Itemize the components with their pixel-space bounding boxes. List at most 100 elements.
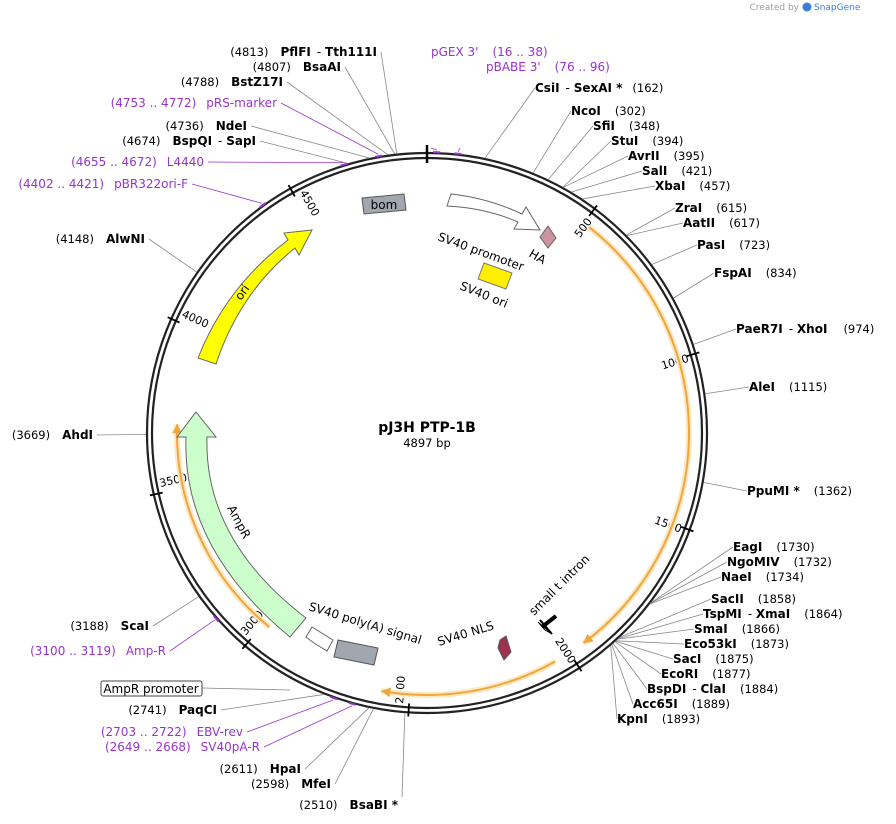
tick-label: 2500 xyxy=(393,675,408,704)
enzyme-label[interactable]: AleI(1115) xyxy=(749,380,827,394)
primer-leader xyxy=(169,619,215,652)
enzyme-leader xyxy=(626,207,676,236)
enzyme-label[interactable]: PpuMI *(1362) xyxy=(747,484,852,498)
enzyme-leader xyxy=(612,643,648,690)
enzyme-label[interactable]: EagI(1730) xyxy=(733,540,815,554)
orf-arcs xyxy=(172,224,692,698)
enzyme-leader xyxy=(548,125,594,180)
enzyme-label[interactable]: NcoI(302) xyxy=(571,104,646,118)
feature-bom[interactable]: bom xyxy=(361,193,407,215)
feature-ori[interactable]: ori xyxy=(197,229,313,365)
primer-site xyxy=(330,695,338,701)
enzyme-leader xyxy=(649,576,722,605)
primer-leader xyxy=(263,705,353,748)
feature-ha[interactable]: HA xyxy=(527,225,557,268)
enzyme-leader xyxy=(611,644,634,705)
enzyme-label[interactable]: SacII(1858) xyxy=(711,592,796,606)
enzyme-label[interactable]: (4813)PflFI- Tth111I xyxy=(230,45,377,59)
tick-label: 4500 xyxy=(297,188,322,219)
primer-label[interactable]: (2649 .. 2668)SV40pA-R xyxy=(105,740,260,754)
primer-labels: pGEX 3'(16 .. 38) pBABE 3'(76 .. 96) (47… xyxy=(18,45,609,754)
enzyme-label[interactable]: (3188)ScaI xyxy=(70,619,149,633)
enzyme-label[interactable]: SmaI(1866) xyxy=(694,622,780,636)
primer-label[interactable]: (3100 .. 3119)Amp-R xyxy=(30,644,166,658)
ampr-promoter-callout[interactable]: AmpR promoter xyxy=(100,680,203,697)
tick-label: 4000 xyxy=(180,308,211,331)
enzyme-label[interactable]: PasI(723) xyxy=(697,238,770,252)
primer-leader xyxy=(191,183,262,204)
enzyme-label[interactable]: AatII(617) xyxy=(683,216,760,230)
primer-leader xyxy=(246,699,334,733)
enzyme-label[interactable]: SfiI(348) xyxy=(593,119,660,133)
enzyme-leader xyxy=(259,140,348,164)
enzyme-label[interactable]: FspAI(834) xyxy=(714,266,797,280)
feature-small-t-intron-label: small t intron xyxy=(526,552,592,618)
primer-site xyxy=(348,701,357,706)
enzyme-label[interactable]: (4674)BspQI- SapI xyxy=(122,134,256,148)
enzyme-label[interactable]: (2741)PaqCI xyxy=(128,703,217,717)
enzyme-leader xyxy=(650,561,728,604)
enzyme-label[interactable]: (2611)HpaI xyxy=(220,762,301,776)
primer-label[interactable]: pGEX 3'(16 .. 38) xyxy=(431,45,548,59)
primer-label[interactable]: (4753 .. 4772)pRS-marker xyxy=(111,96,277,110)
enzyme-leader xyxy=(484,87,536,159)
primer-label[interactable]: (2703 .. 2722)EBV-rev xyxy=(101,725,243,739)
ampr-promoter-label: AmpR promoter xyxy=(103,682,198,696)
enzyme-label[interactable]: BspDI- ClaI(1884) xyxy=(647,682,778,696)
enzyme-label[interactable]: SacI(1875) xyxy=(673,652,754,666)
tick-mark xyxy=(149,491,163,497)
enzyme-leader xyxy=(610,645,618,720)
enzyme-label[interactable]: (2598)MfeI xyxy=(251,777,331,791)
enzyme-leader xyxy=(618,613,704,639)
feature-small-t-intron[interactable]: small t intron xyxy=(526,552,592,635)
enzyme-label[interactable]: (4788)BstZ17I xyxy=(181,75,283,89)
enzyme-label[interactable]: (2510)BsaBI * xyxy=(299,798,398,812)
enzyme-leader xyxy=(380,51,398,154)
primer-label[interactable]: (4655 .. 4672)L4440 xyxy=(71,155,204,169)
tick-mark xyxy=(407,703,411,717)
enzyme-label[interactable]: EcoRI(1877) xyxy=(661,667,751,681)
enzyme-label[interactable]: SalI(421) xyxy=(642,164,712,178)
feature-sv40-polya-signal[interactable]: SV40 poly(A) signal xyxy=(307,599,423,666)
orf-ampr[interactable] xyxy=(176,424,271,628)
enzyme-label[interactable]: NgoMIV(1732) xyxy=(727,555,832,569)
feature-sv40-promoter[interactable]: SV40 promoter xyxy=(436,193,541,274)
orf-ptp1b[interactable] xyxy=(582,226,690,645)
primer-leader xyxy=(430,147,437,151)
enzyme-leader xyxy=(220,694,325,711)
primer-label[interactable]: (4402 .. 4421)pBR322ori-F xyxy=(18,177,188,191)
enzyme-leader xyxy=(651,244,698,265)
enzyme-leader xyxy=(614,641,662,675)
enzyme-leader xyxy=(617,628,695,640)
enzyme-leader xyxy=(152,596,199,627)
enzyme-label[interactable]: PaeR7I- XhoI(974) xyxy=(736,322,874,336)
enzyme-label[interactable]: (4807)BsaAI xyxy=(253,60,341,74)
feature-sv40-ori[interactable]: SV40 ori xyxy=(458,262,513,311)
orf-small-t-arrowhead xyxy=(381,687,392,698)
feature-sv40-nls[interactable]: SV40 NLS xyxy=(436,618,512,661)
enzyme-label[interactable]: Eco53kI(1873) xyxy=(684,637,789,651)
enzyme-leader xyxy=(96,433,147,436)
primer-site xyxy=(454,152,462,156)
enzyme-label[interactable]: NaeI(1734) xyxy=(721,570,804,584)
enzyme-label[interactable]: AvrII(395) xyxy=(628,149,704,163)
enzyme-leader xyxy=(703,482,748,492)
feature-ampr-promoter[interactable] xyxy=(305,626,334,652)
tick-mark xyxy=(686,351,700,357)
enzyme-label[interactable]: XbaI(457) xyxy=(655,179,730,193)
enzyme-label[interactable]: (4736)NdeI xyxy=(166,119,248,133)
enzyme-label[interactable]: (3669)AhdI xyxy=(12,428,93,442)
enzyme-leader xyxy=(148,238,197,273)
primer-label[interactable]: pBABE 3'(76 .. 96) xyxy=(486,60,610,74)
enzyme-label[interactable]: KpnI(1893) xyxy=(617,712,700,726)
enzyme-label[interactable]: Acc65I(1889) xyxy=(633,697,730,711)
enzyme-leader xyxy=(304,707,370,770)
enzyme-label[interactable]: StuI(394) xyxy=(611,134,683,148)
enzyme-label[interactable]: TspMI- XmaI(1864) xyxy=(703,607,842,621)
enzyme-label[interactable]: ZraI(615) xyxy=(675,201,747,215)
enzyme-label[interactable]: (4148)AlwNI xyxy=(56,232,145,246)
primer-site xyxy=(259,201,267,208)
enzyme-label[interactable]: CsiI- SexAI *(162) xyxy=(535,81,663,95)
tick-mark xyxy=(573,659,583,672)
orf-small-t[interactable] xyxy=(381,660,556,696)
